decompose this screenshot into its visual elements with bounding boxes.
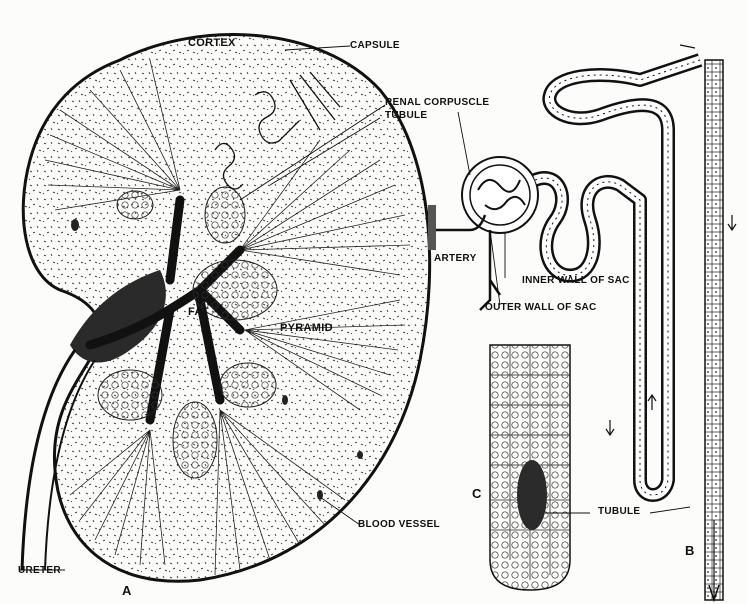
label-panel-b: B (685, 544, 695, 557)
label-outer-wall: OUTER WALL OF SAC (485, 303, 597, 313)
label-ureter: URETER (18, 566, 61, 576)
tubule-cell-detail (490, 345, 590, 590)
label-renal-corpuscle: RENAL CORPUSCLE (385, 98, 489, 108)
label-pyramid: PYRAMID (280, 323, 333, 334)
label-panel-c: C (472, 487, 482, 500)
label-inner-wall: INNER WALL OF SAC (522, 276, 630, 286)
label-cortex: CORTEX (188, 38, 236, 49)
label-panel-a: A (122, 584, 132, 597)
glomerular-sac (462, 157, 538, 233)
kidney-section (20, 35, 430, 582)
label-tubule-c: TUBULE (598, 507, 640, 517)
label-blood-vessel: BLOOD VESSEL (358, 520, 440, 530)
label-tubule-a: TUBULE (385, 111, 427, 121)
collecting-duct (705, 60, 723, 600)
nephron-diagram (428, 45, 736, 600)
label-artery: ARTERY (434, 254, 477, 264)
label-fat: FAT (188, 307, 209, 318)
label-capsule: CAPSULE (350, 41, 400, 51)
tubule-lumen (517, 460, 547, 530)
